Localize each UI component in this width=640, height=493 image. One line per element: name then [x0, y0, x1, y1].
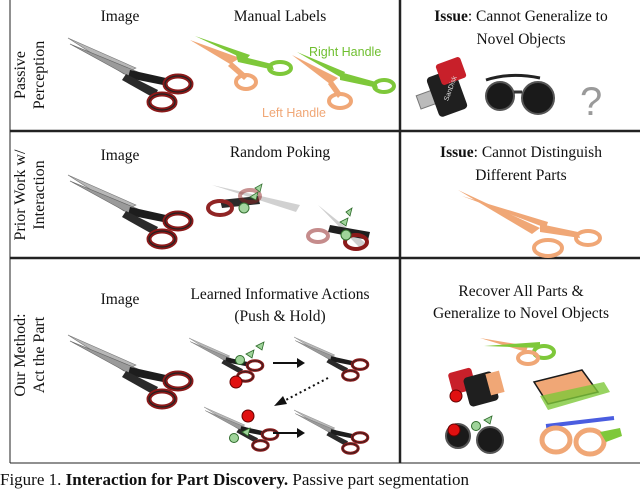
row3-usb-drive — [448, 367, 505, 407]
row1-image-title: Image — [100, 8, 140, 25]
row2-middle-title: Random Poking — [229, 144, 331, 161]
row3-action-scissors-3 — [204, 407, 278, 450]
row1-labeled-scissors-b — [292, 52, 396, 110]
row3-recovered-scissors — [480, 338, 556, 366]
row3-action-scissors-4 — [294, 410, 368, 453]
figure-grid — [9, 0, 640, 464]
row1-scissors-image — [68, 38, 191, 110]
usb-drive-image: SanDisk — [415, 57, 468, 117]
row1-issue: Issue: Cannot Generalize to — [434, 8, 608, 25]
illustrations: SanDisk ? — [0, 0, 622, 457]
row3-right-line1: Recover All Parts & — [458, 283, 584, 300]
row3-glasses-parts — [539, 416, 622, 457]
row2-scissors-image — [68, 175, 191, 247]
right-handle-label: Right Handle — [309, 45, 382, 59]
issue-bold: Issue — [434, 8, 468, 25]
issue-bold: Issue — [440, 144, 474, 161]
row2-orange-scissors — [458, 190, 602, 258]
row3-push-point-usb — [449, 389, 463, 403]
row3-image-title: Image — [100, 291, 140, 308]
row3-sunglasses — [445, 415, 504, 454]
row3-scissors-image — [68, 335, 191, 407]
row1-labeled-scissors-a — [190, 36, 293, 91]
row3-action-scissors-2 — [294, 337, 368, 380]
row3-right-line2: Generalize to Novel Objects — [432, 305, 610, 322]
hold-point — [235, 355, 245, 365]
row1-middle-title: Manual Labels — [233, 8, 327, 25]
row3-usb-parts — [532, 369, 610, 410]
row1-issue-line2: Novel Objects — [476, 31, 566, 48]
push-point-2 — [241, 409, 255, 423]
arrow-right-1 — [273, 358, 305, 368]
figure-caption: Figure 1. Interaction for Part Discovery… — [0, 470, 469, 490]
arrow-right-2 — [273, 428, 305, 438]
row2-poking-scissors-a — [206, 183, 300, 217]
row2-issue-line2: Different Parts — [475, 167, 567, 184]
sunglasses-image — [485, 73, 555, 115]
row2-issue: Issue: Cannot Distinguish — [440, 144, 602, 161]
arrow-dotted-diag — [274, 377, 329, 406]
caption-rest: Passive part segmentation — [292, 470, 469, 489]
push-point — [229, 375, 243, 389]
row3-action-scissors-1 — [189, 338, 263, 381]
row3-middle-title-line2: (Push & Hold) — [234, 308, 326, 325]
caption-prefix: Figure 1. — [0, 470, 62, 489]
hold-point-2 — [229, 433, 239, 443]
row2-poking-scissors-b — [306, 205, 370, 251]
question-mark: ? — [580, 80, 602, 124]
caption-bold: Interaction for Part Discovery. — [65, 470, 289, 489]
left-handle-label: Left Handle — [262, 106, 326, 120]
row3-middle-title-line1: Learned Informative Actions — [190, 286, 370, 303]
row2-image-title: Image — [100, 147, 140, 164]
